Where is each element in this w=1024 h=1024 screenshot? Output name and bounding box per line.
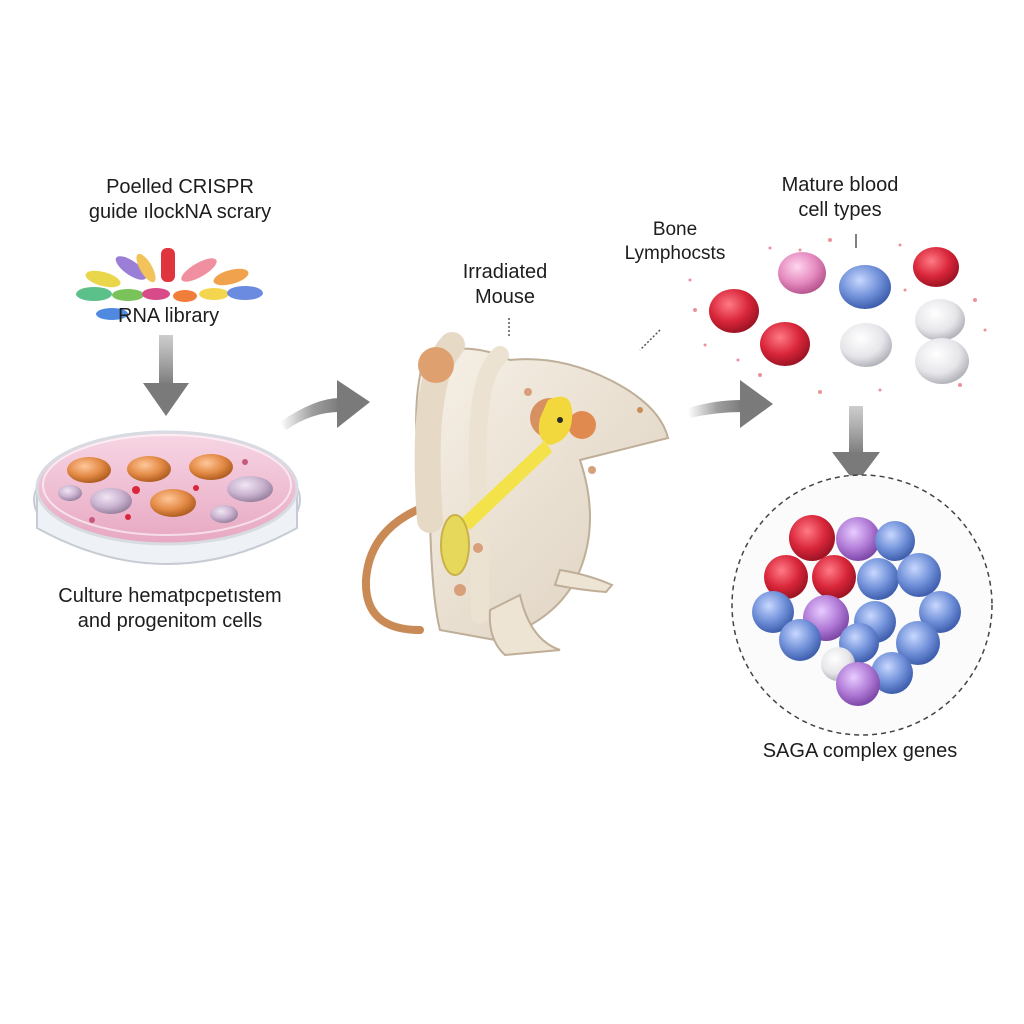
irradiated-mouse-line2: Mouse (474, 286, 536, 308)
pooled-library-label: Poelled CRISPR guide ılockNA scrary (40, 175, 320, 225)
mature-blood-cells-line1: Mature blood (781, 174, 899, 196)
pooled-library-line2: guide ılockNA scrary (88, 201, 272, 223)
culture-cells-line1: Culture hematpcpetıstem (58, 585, 282, 607)
culture-cells-label: Culture hematpcpetıstem and progenitom c… (20, 584, 320, 634)
pooled-library-line1: Poelled CRISPR (106, 176, 254, 198)
guide-rna-icon (76, 248, 263, 320)
right-arrow-icon (688, 380, 773, 428)
rna-library-label: RNA library (118, 305, 220, 327)
irradiated-mouse-line1: Irradiated (462, 261, 548, 283)
blood-cell-group (688, 238, 987, 394)
mouse-icon (361, 332, 670, 657)
culture-cells-line2: and progenitom cells (77, 610, 263, 632)
petri-dish-icon (33, 430, 301, 565)
right-arrow-icon (280, 380, 370, 430)
bone-lymphocytes-line2: Lymphocsts (624, 242, 726, 264)
irradiated-mouse-label: Irradiated Mouse (425, 260, 585, 310)
bone-lymphocytes-label: Bone Lymphocsts (600, 218, 750, 266)
cell-cluster-icon (731, 474, 993, 736)
mature-blood-cells-line2: cell types (798, 199, 882, 221)
bone-lymphocytes-line1: Bone (652, 219, 698, 240)
down-arrow-icon (832, 406, 880, 484)
mature-blood-cells-label: Mature blood cell types (740, 173, 940, 223)
down-arrow-icon (143, 335, 189, 416)
saga-genes-label: SAGA complex genes (762, 740, 958, 762)
